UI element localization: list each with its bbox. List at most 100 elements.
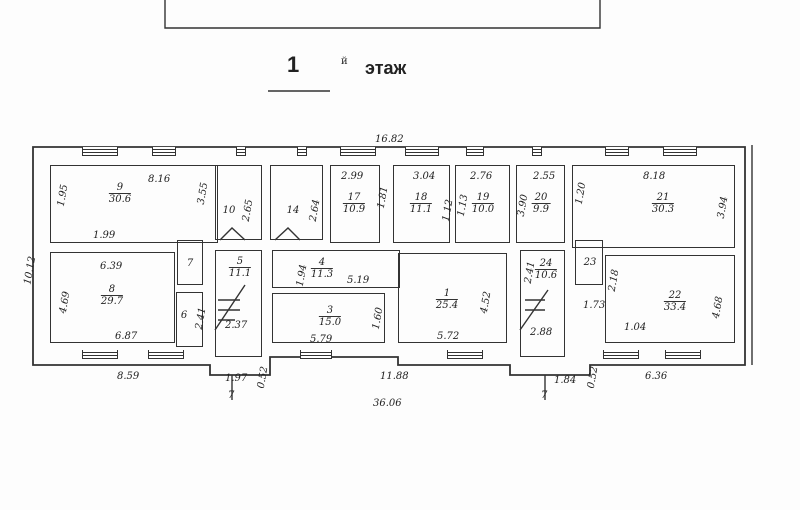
room-label: 10 (223, 205, 236, 216)
room-number: 5 (228, 256, 252, 268)
entrance-label: 7 (541, 390, 548, 401)
room-6 (176, 292, 203, 347)
room-number: 24 (534, 258, 558, 270)
dim-inner: 5.72 (437, 331, 460, 342)
window (532, 147, 542, 156)
dim-inner: 5.19 (347, 275, 370, 286)
room-label: 7 (187, 258, 193, 269)
window (447, 350, 483, 359)
window (663, 147, 697, 156)
floor-word: этаж (365, 58, 407, 78)
dim-inner: 6.87 (115, 331, 138, 342)
floor-number: 1 (287, 52, 300, 77)
room-area: 33.4 (663, 302, 687, 313)
dim-bottom: 8.59 (117, 371, 140, 382)
room-area: 11.1 (409, 204, 433, 215)
room-area: 30.3 (651, 204, 675, 215)
room-3 (272, 293, 385, 343)
dim-bottom: 1.84 (554, 375, 577, 386)
window (236, 147, 246, 156)
dim-inner: 8.16 (148, 174, 171, 185)
dim-bottom: 6.36 (645, 371, 668, 382)
room-area: 10.6 (534, 270, 558, 281)
room-label: 14 (287, 205, 300, 216)
room-number: 10 (222, 205, 236, 216)
window (603, 350, 639, 359)
room-number: 19 (471, 192, 495, 204)
room-8 (50, 252, 175, 343)
dim-bottom-total: 36.06 (373, 398, 402, 409)
window (148, 350, 184, 359)
dim-inner: 1.99 (93, 230, 116, 241)
room-area: 25.4 (435, 300, 459, 311)
dim-inner: 2.99 (341, 171, 364, 182)
room-number: 20 (531, 192, 551, 204)
room-number: 4 (310, 257, 334, 269)
room-number: 9 (108, 182, 132, 194)
window (405, 147, 439, 156)
room-number: 8 (100, 284, 124, 296)
header-frame (164, 0, 601, 29)
room-area: 15.0 (318, 317, 342, 328)
room-number: 22 (663, 290, 687, 302)
dim-inner: 8.18 (643, 171, 666, 182)
room-number: 23 (583, 257, 597, 268)
room-area: 10.9 (342, 204, 366, 215)
room-area: 10.0 (471, 204, 495, 215)
room-24 (520, 250, 565, 357)
room-21 (572, 165, 735, 248)
room-5 (215, 250, 262, 357)
room-number: 17 (342, 192, 366, 204)
window (340, 147, 376, 156)
room-area: 30.6 (108, 194, 132, 205)
window (82, 147, 118, 156)
room-label: 23 (584, 257, 597, 268)
room-22 (605, 255, 735, 343)
floor-suffix: й (341, 56, 348, 67)
room-19 (455, 165, 510, 243)
window (297, 147, 307, 156)
dim-inner: 3.04 (413, 171, 436, 182)
room-17 (330, 165, 380, 243)
room-area: 9.9 (533, 204, 549, 215)
room-number: 3 (318, 305, 342, 317)
room-number: 21 (651, 192, 675, 204)
room-10 (215, 165, 262, 240)
window (300, 350, 332, 359)
dim-inner: 2.88 (530, 327, 553, 338)
room-9 (50, 165, 218, 243)
dim-bottom: 1.97 (225, 373, 248, 384)
room-23 (575, 240, 603, 285)
room-number: 14 (286, 205, 300, 216)
room-label: 6 (181, 310, 187, 321)
room-4 (272, 250, 400, 288)
dim-inner: 1.04 (624, 322, 647, 333)
outer-wall (32, 146, 746, 376)
window (466, 147, 484, 156)
door-swings (219, 227, 301, 241)
room-number: 7 (186, 258, 194, 269)
dim-inner: 2.55 (533, 171, 556, 182)
dim-inner: 2.76 (470, 171, 493, 182)
room-20 (516, 165, 565, 243)
window (82, 350, 118, 359)
dim-inner: 2.37 (225, 320, 248, 331)
stair-steps (218, 299, 545, 321)
window (665, 350, 701, 359)
room-area: 11.3 (310, 269, 334, 280)
